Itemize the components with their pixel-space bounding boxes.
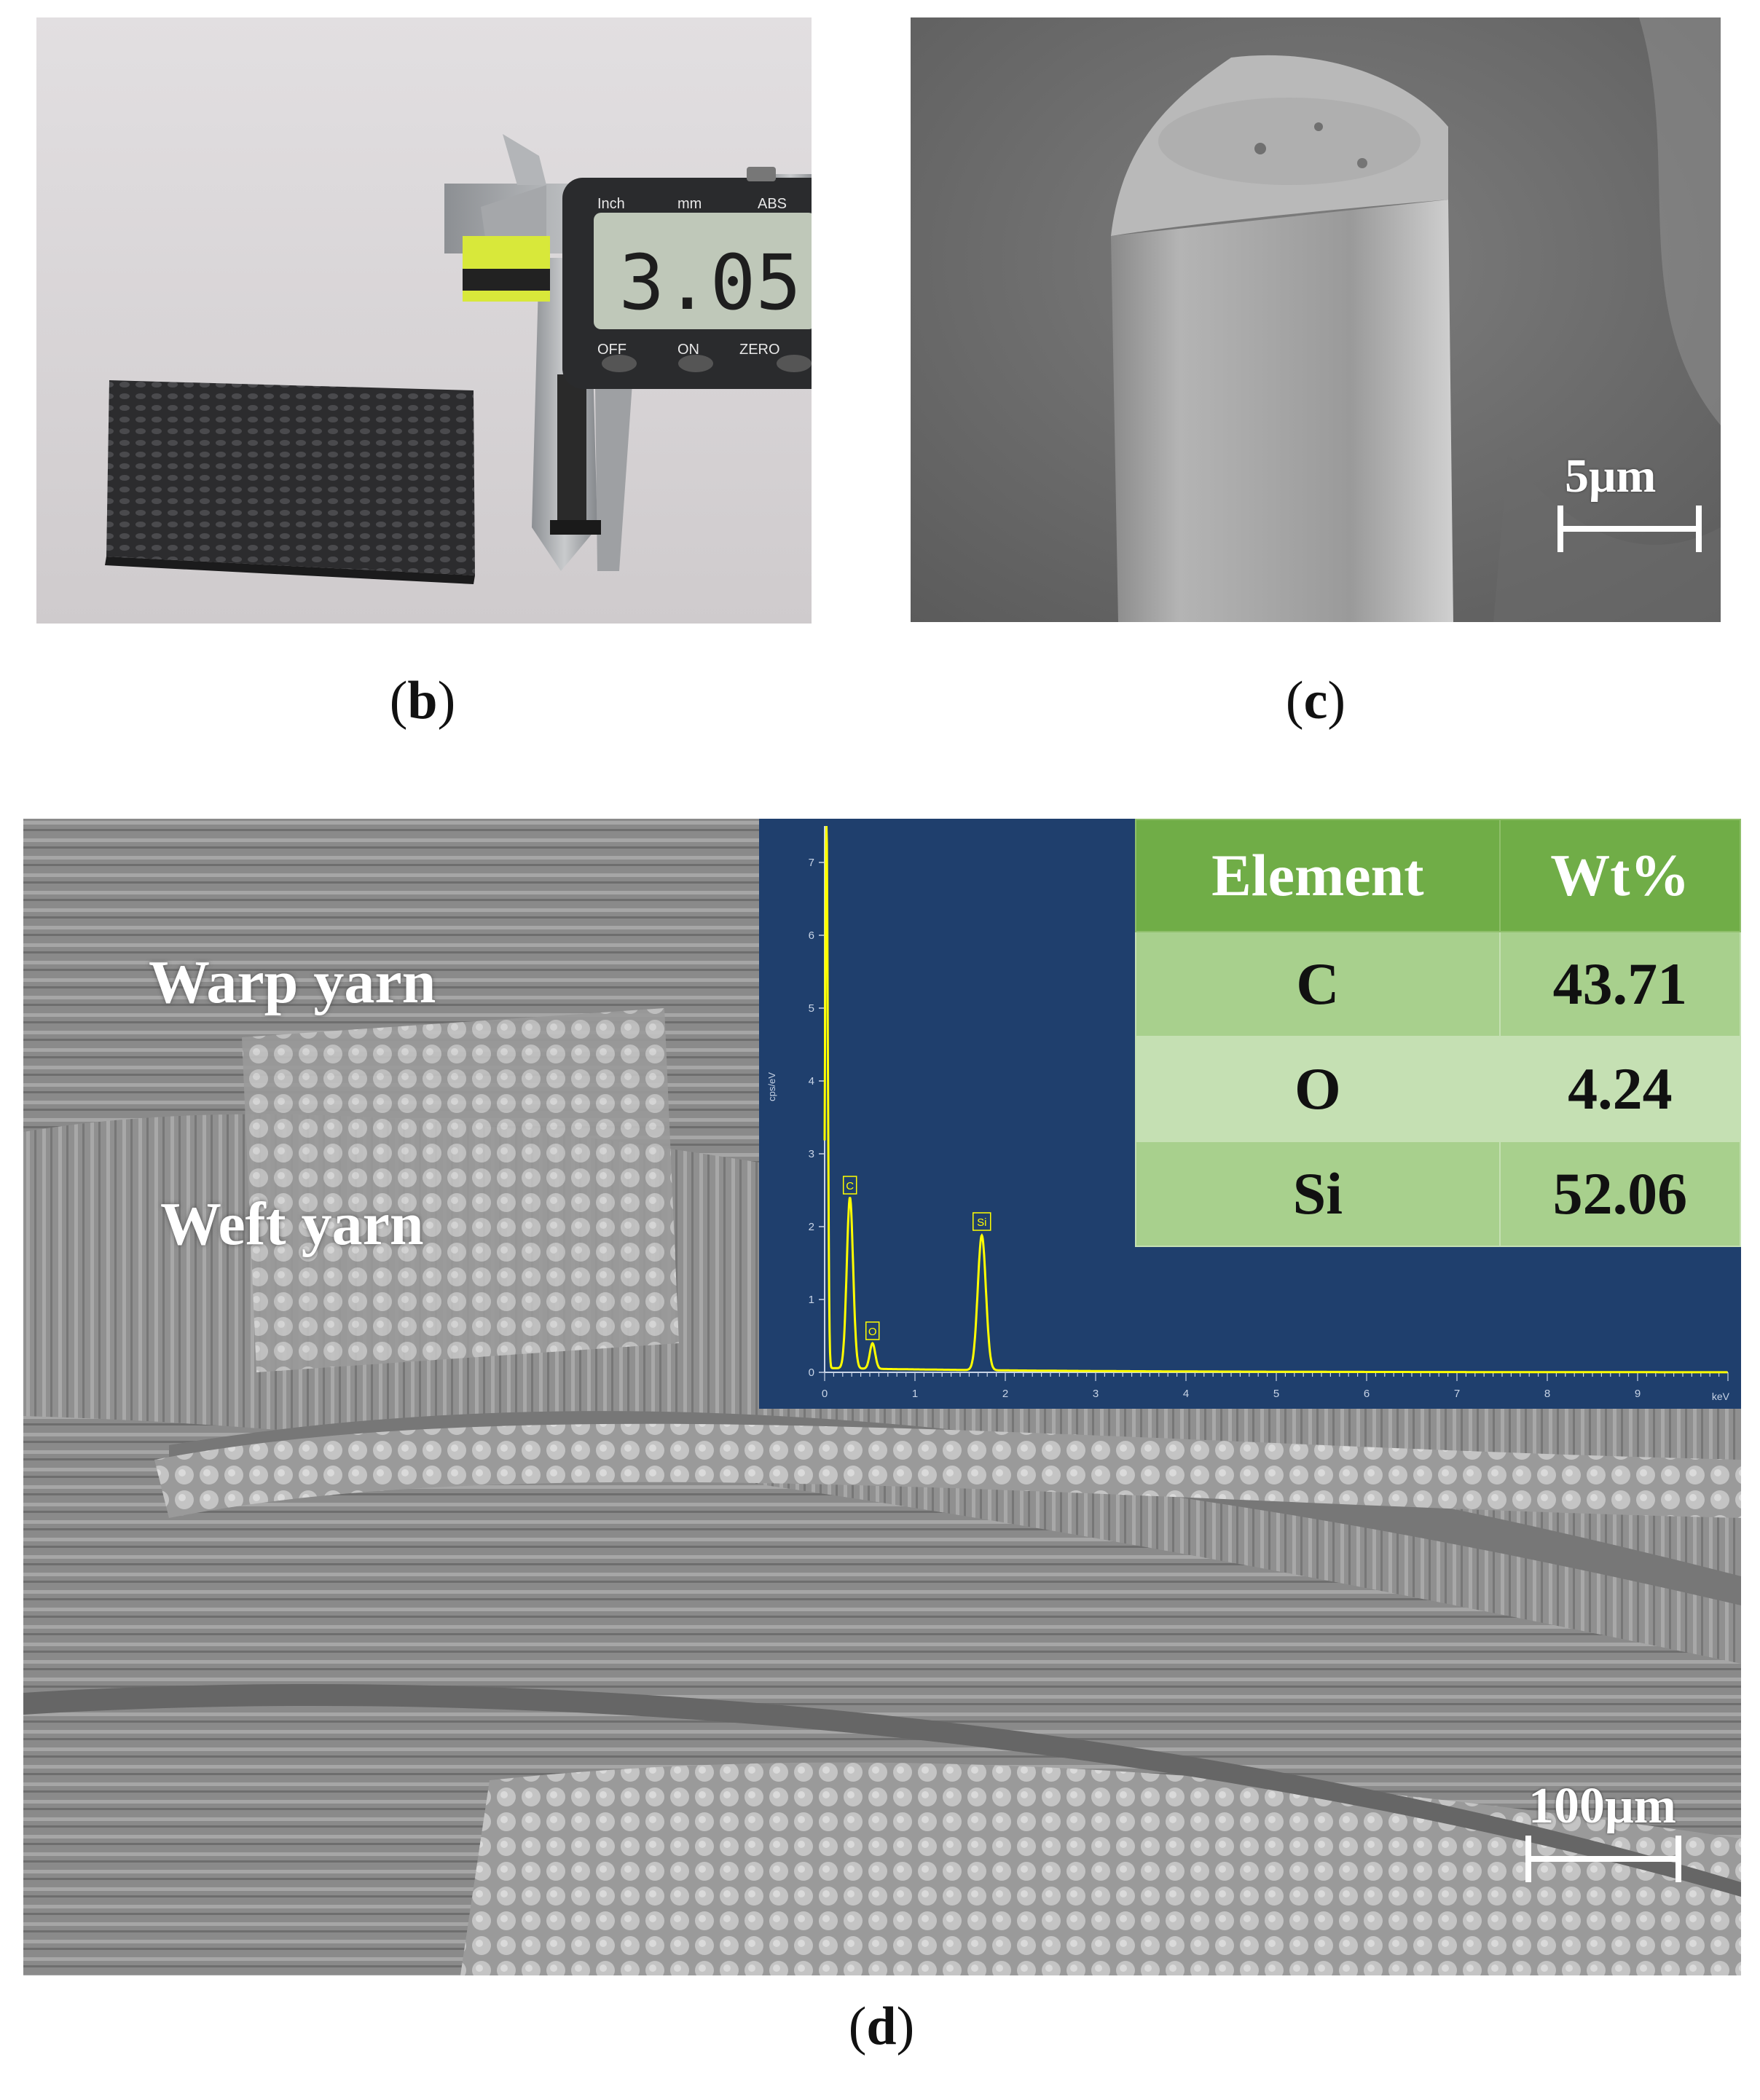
eds-y-tick-label: 5 — [809, 1002, 814, 1015]
eds-ticks: 0 1 2 3 4 5 6 7 8 9 0 1 2 3 4 5 6 7 — [809, 857, 1641, 1400]
eds-table-header-wt: Wt% — [1498, 819, 1741, 932]
eds-peak-box-o — [865, 1321, 880, 1340]
fiber-sem-illustration — [911, 17, 1721, 622]
eds-composition-table: Element Wt% C 43.71 O 4.24 Si 52.06 — [1135, 819, 1741, 1247]
caption-b-letter: b — [407, 671, 438, 731]
caliper-thumb-wheel — [747, 167, 776, 181]
eds-peak-label-si: Si — [977, 1216, 986, 1229]
eds-x-axis-label: keV — [1712, 1391, 1730, 1402]
composite-specimen — [105, 380, 475, 584]
eds-y-tick-label: 7 — [809, 857, 814, 869]
caliper-photo-illustration: 3.05 Inch mm ABS OFF ON ZERO — [36, 17, 812, 624]
scale-bar-5um-cap-left — [1557, 506, 1563, 552]
scale-bar-5um-cap-right — [1696, 506, 1702, 552]
fiber — [1111, 55, 1453, 622]
eds-x-tick-label: 8 — [1544, 1388, 1550, 1400]
caption-d: (d) — [772, 1996, 991, 2058]
caliper-on-label: ON — [677, 342, 699, 358]
eds-x-tick-label: 2 — [1002, 1388, 1008, 1400]
table-row: Si 52.06 — [1135, 1141, 1741, 1247]
scale-bar-100um — [1528, 1856, 1678, 1862]
eds-peak-label-c: C — [846, 1180, 854, 1192]
eds-peak-label-o: O — [868, 1326, 877, 1338]
caption-c-open: ( — [1285, 671, 1304, 731]
caliper-lcd — [594, 213, 812, 329]
caliper-reading: 3.05 — [619, 238, 801, 327]
caliper-unit-inch: Inch — [597, 196, 625, 212]
eds-peak-labels: C O Si — [842, 1176, 991, 1340]
caliper-on-button — [678, 355, 713, 372]
caption-b-open: ( — [389, 671, 408, 731]
eds-y-tick-label: 0 — [809, 1366, 814, 1379]
eds-x-tick-label: 3 — [1093, 1388, 1099, 1400]
caption-c: (c) — [1206, 670, 1425, 732]
eds-table-header-row: Element Wt% — [1135, 819, 1741, 932]
table-row: O 4.24 — [1135, 1036, 1741, 1142]
eds-y-tick-label: 1 — [809, 1294, 814, 1306]
scale-bar-100um-cap-left — [1525, 1836, 1531, 1882]
scale-bar-100um-cap-right — [1675, 1836, 1681, 1882]
eds-table-header-element: Element — [1135, 819, 1501, 932]
eds-x-tick-label: 1 — [912, 1388, 918, 1400]
scale-bar-5um — [1560, 526, 1699, 532]
eds-table-wt: 43.71 — [1498, 931, 1741, 1037]
eds-x-tick-label: 9 — [1635, 1388, 1641, 1400]
eds-x-tick-label: 7 — [1454, 1388, 1460, 1400]
caption-d-letter: d — [866, 1997, 897, 2056]
caption-b-close: ) — [437, 671, 456, 731]
eds-x-tick-label: 0 — [822, 1388, 828, 1400]
eds-table-wt: 4.24 — [1498, 1036, 1741, 1142]
table-row: C 43.71 — [1135, 931, 1741, 1037]
caliper-unit-abs: ABS — [758, 196, 787, 212]
eds-peak-box-c — [842, 1176, 857, 1195]
eds-y-tick-label: 2 — [809, 1221, 814, 1233]
eds-y-axis-label: cps/eV — [766, 1072, 777, 1101]
eds-y-tick-label: 3 — [809, 1148, 814, 1160]
composite-sem-image: Warp yarn Weft yarn 0 1 2 3 4 5 6 7 8 9 0 1 2 3 4 5 6 7 C… — [23, 819, 1741, 1975]
scale-label-100um: 100μm — [1528, 1778, 1676, 1834]
scale-label-5um: 5μm — [1565, 449, 1657, 503]
weft-yarn-label: Weft yarn — [160, 1190, 424, 1258]
eds-table-wt: 52.06 — [1498, 1141, 1741, 1247]
caption-c-close: ) — [1327, 671, 1346, 731]
eds-table-element: Si — [1135, 1141, 1501, 1247]
caption-d-open: ( — [848, 1997, 867, 2056]
caption-c-letter: c — [1303, 671, 1328, 731]
eds-x-tick-label: 5 — [1273, 1388, 1279, 1400]
eds-peak-box-si — [973, 1212, 991, 1231]
eds-x-tick-label: 4 — [1183, 1388, 1189, 1400]
eds-table-element: O — [1135, 1036, 1501, 1142]
caption-d-close: ) — [896, 1997, 915, 2056]
caliper-photo: 3.05 Inch mm ABS OFF ON ZERO — [36, 17, 812, 624]
caliper-zero-button — [777, 355, 812, 372]
caliper-off-button — [602, 355, 637, 372]
caption-b: (b) — [313, 670, 532, 732]
caliper-off-label: OFF — [597, 342, 626, 358]
eds-x-tick-label: 6 — [1364, 1388, 1370, 1400]
digital-caliper: 3.05 Inch mm ABS OFF ON ZERO — [444, 134, 812, 571]
eds-y-tick-label: 4 — [809, 1075, 814, 1088]
warp-yarn-label: Warp yarn — [149, 948, 436, 1016]
fiber-sem-image: 5μm — [911, 17, 1721, 622]
caliper-zero-label: ZERO — [739, 342, 780, 358]
eds-spectrum-line — [823, 825, 1728, 1374]
eds-table-element: C — [1135, 931, 1501, 1037]
caliper-unit-mm: mm — [677, 196, 702, 212]
eds-y-tick-label: 6 — [809, 929, 814, 942]
